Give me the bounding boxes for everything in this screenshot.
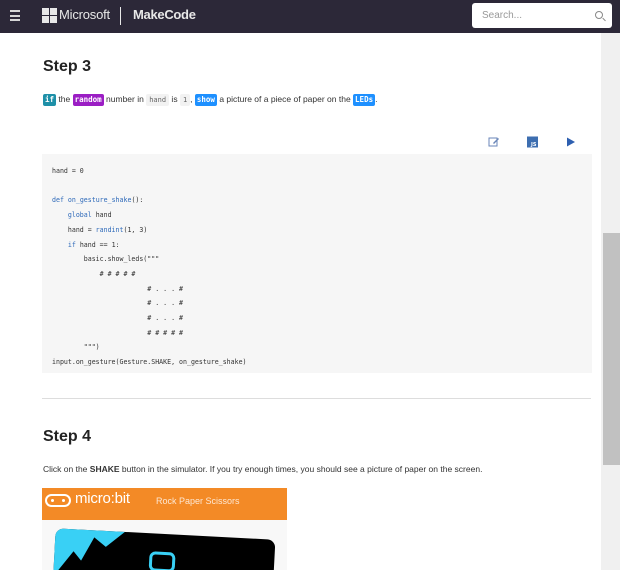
- show-block-tag: show: [194, 94, 217, 106]
- if-block-tag: if: [43, 94, 57, 106]
- search-input[interactable]: [472, 3, 582, 28]
- step3-heading: Step 3: [43, 58, 92, 75]
- hamburger-menu-icon[interactable]: [10, 10, 20, 21]
- svg-text:JS: JS: [530, 142, 537, 148]
- random-block-tag: random: [72, 94, 104, 106]
- search-icon[interactable]: [595, 11, 603, 19]
- microbit-board-image: [52, 528, 276, 570]
- value-one: 1: [179, 94, 191, 106]
- microbit-banner: micro:bit Rock Paper Scissors: [42, 488, 287, 520]
- microsoft-logo-icon[interactable]: [42, 8, 57, 23]
- leds-block-tag: LEDs: [353, 94, 376, 106]
- step3-instruction: if the random number in hand is 1, show …: [43, 94, 378, 106]
- edit-icon[interactable]: [488, 135, 500, 149]
- microsoft-brand[interactable]: Microsoft: [59, 7, 110, 22]
- step4-instruction: Click on the SHAKE button in the simulat…: [43, 464, 483, 474]
- scrollbar-thumb[interactable]: [603, 233, 620, 465]
- search-box[interactable]: [472, 3, 612, 28]
- makecode-brand[interactable]: MakeCode: [133, 7, 196, 22]
- tutorial-content: Step 3 if the random number in hand is 1…: [0, 33, 601, 570]
- code-text: hand = 0 def on_gesture_shake(): global …: [52, 167, 247, 367]
- header-divider: [120, 7, 121, 25]
- banner-subtitle: Rock Paper Scissors: [156, 496, 240, 506]
- microbit-logo-icon: [45, 494, 71, 507]
- step4-heading: Step 4: [43, 428, 92, 445]
- play-icon[interactable]: [567, 135, 576, 149]
- simulator-preview-image: [42, 520, 287, 570]
- section-divider: [42, 398, 591, 399]
- javascript-icon[interactable]: JS: [527, 135, 538, 149]
- microbit-logo-text: micro:bit: [75, 490, 130, 507]
- microbit-face-icon: [148, 551, 176, 570]
- top-navigation-bar: Microsoft MakeCode: [0, 0, 620, 33]
- hand-variable: hand: [146, 94, 170, 106]
- python-code-block: hand = 0 def on_gesture_shake(): global …: [42, 154, 592, 373]
- shake-keyword: SHAKE: [89, 464, 120, 474]
